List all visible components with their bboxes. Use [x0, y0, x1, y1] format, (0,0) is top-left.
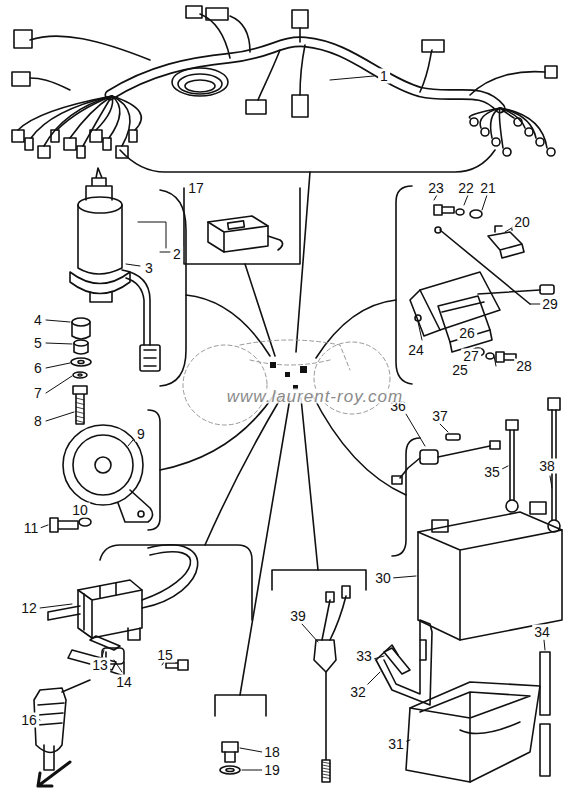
harness-connector: [12, 130, 24, 142]
switch-mount-parts: [71, 318, 91, 424]
harness-wire: [112, 96, 130, 146]
ignition-coil: [48, 545, 198, 640]
harness-connector: [25, 138, 33, 150]
harness-terminal: [525, 128, 533, 136]
switch-thread: [322, 762, 330, 764]
harness-wire: [112, 96, 141, 130]
callout-number: 25: [450, 363, 470, 378]
callout-number: 31: [386, 737, 406, 752]
harness-connector: [64, 138, 76, 150]
callout-number: 28: [514, 359, 534, 374]
callout-number: 2: [171, 247, 183, 262]
callout-number: 11: [22, 521, 41, 536]
spark-plug-cap: [34, 680, 90, 770]
callout-number: 12: [19, 601, 39, 616]
harness-wire: [491, 108, 500, 138]
harness-connector: [103, 138, 111, 150]
callout-number: 24: [406, 343, 426, 358]
coil-fasteners: [68, 636, 188, 676]
callout-number: 39: [288, 609, 308, 624]
callout-number: 8: [32, 414, 44, 429]
switch-thread: [322, 777, 330, 779]
callout-number: 5: [32, 336, 44, 351]
callout-number: 29: [540, 297, 560, 312]
horn: [63, 425, 153, 522]
harness-terminal: [547, 148, 555, 156]
bolt-thread: [76, 421, 84, 423]
drain-bolt: [220, 742, 240, 774]
harness-connector: [77, 146, 85, 158]
switch-thread: [322, 768, 330, 770]
harness-terminal: [481, 128, 489, 136]
harness-terminal: [536, 138, 544, 146]
regulator-group: [410, 205, 554, 362]
battery-leads: [506, 398, 560, 532]
motorcycle-outline: [183, 340, 390, 425]
bolt-thread: [76, 398, 84, 400]
callout-number: 21: [478, 181, 498, 196]
watermark: www.laurent-roy.com: [225, 389, 405, 404]
callout-number: 1: [378, 69, 390, 84]
callout-number: 18: [262, 745, 282, 760]
harness-terminal: [492, 138, 500, 146]
callout-number: 33: [354, 649, 374, 664]
harness-wire: [109, 96, 120, 138]
callout-number: 4: [32, 313, 44, 328]
harness-wire: [500, 108, 547, 148]
callout-number: 9: [135, 427, 147, 442]
breather-tube: [540, 652, 550, 776]
callout-number: 32: [348, 685, 368, 700]
callout-number: 20: [512, 215, 532, 230]
callout-number: 13: [90, 658, 110, 673]
cdi-unit: [208, 216, 283, 252]
bolt-thread: [76, 407, 84, 409]
switch-thread: [322, 774, 330, 776]
harness-wire: [44, 96, 112, 146]
callout-number: 15: [155, 648, 175, 663]
callout-number: 19: [262, 763, 282, 778]
battery-case: [406, 682, 540, 782]
callout-number: 3: [143, 261, 155, 276]
harness-connector: [38, 146, 50, 158]
harness-connector: [129, 130, 137, 142]
switch-thread: [322, 771, 330, 773]
harness-branches: [12, 96, 141, 158]
harness-connector: [90, 130, 102, 142]
harness-branches: [469, 108, 555, 156]
battery: [418, 502, 562, 640]
harness-connector: [51, 130, 59, 142]
leader-lines: [36, 76, 552, 770]
horn-fasteners: [50, 518, 91, 532]
callout-number: 38: [537, 459, 557, 474]
callout-number: 22: [456, 181, 476, 196]
callout-number: 35: [482, 465, 502, 480]
callout-number: 16: [19, 713, 39, 728]
harness-wire: [96, 96, 113, 130]
callout-number: 17: [186, 181, 206, 196]
callout-number: 6: [32, 361, 44, 376]
callout-number: 14: [114, 675, 134, 690]
callout-number: 7: [32, 386, 44, 401]
battery-band: [376, 620, 432, 705]
switch-thread: [322, 765, 330, 767]
callout-number: 34: [532, 625, 552, 640]
callout-number: 10: [70, 503, 90, 518]
callout-number: 37: [430, 409, 450, 424]
harness-terminal: [503, 148, 511, 156]
bolt-thread: [76, 412, 84, 414]
callout-number: 23: [426, 181, 446, 196]
ignition-switch: [70, 168, 160, 371]
callout-number: 26: [457, 326, 477, 341]
group-brackets: [100, 150, 495, 716]
direction-arrow: [38, 762, 70, 786]
bolt-thread: [76, 416, 84, 418]
callout-number: 27: [461, 349, 481, 364]
callout-number: 30: [373, 571, 393, 586]
bolt-thread: [76, 403, 84, 405]
harness-terminal: [514, 118, 522, 126]
harness-terminal: [470, 118, 478, 126]
neutral-switch: [314, 586, 350, 782]
